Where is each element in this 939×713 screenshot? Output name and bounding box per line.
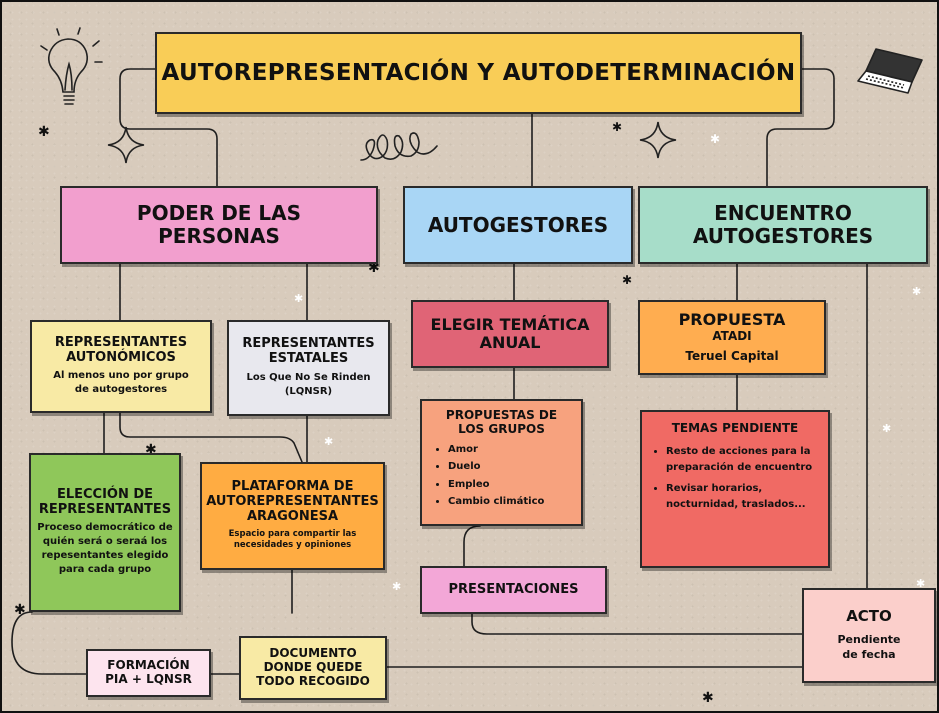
node-encuentro: ENCUENTRO AUTOGESTORES (638, 186, 928, 264)
connector-presentaciones-acto (471, 613, 803, 635)
plataforma-title: PLATAFORMA DE AUTOREPRESENTANTES ARAGONE… (206, 478, 379, 524)
elegir-text: ELEGIR TEMÁTICA ANUAL (430, 314, 590, 352)
list-item: Amor (448, 441, 544, 459)
rep-autonomicos-text: Al menos uno por grupo de autogestores (53, 370, 189, 396)
star-decoration-icon: ✱ (294, 292, 304, 305)
node-rep-estatales: REPRESENTANTES ESTATALES Los Que No Se R… (227, 320, 390, 416)
star-decoration-icon: ✱ (612, 120, 623, 134)
star-decoration-icon: ✱ (368, 260, 380, 276)
acto-title: ACTO (846, 607, 892, 626)
autogestores-text: AUTOGESTORES (427, 212, 609, 237)
main-title-text: AUTOREPRESENTACIÓN Y AUTODETERMINACIÓN (161, 59, 796, 86)
list-item: Cambio climático (448, 493, 544, 511)
sparkle-star-icon (639, 121, 677, 159)
node-poder: PODER DE LAS PERSONAS (60, 186, 378, 264)
node-elegir: ELEGIR TEMÁTICA ANUAL (411, 300, 609, 368)
temas-title: TEMAS PENDIENTE (671, 421, 799, 435)
temas-list: Resto de acciones para la preparación de… (648, 444, 822, 514)
connector-eleccion-formacion (11, 611, 87, 675)
eleccion-title: ELECCIÓN DE REPRESENTANTES (38, 486, 172, 517)
list-item: Resto de acciones para la preparación de… (666, 444, 822, 477)
node-formacion: FORMACIÓN PIA + LQNSR (86, 649, 211, 697)
list-item: Empleo (448, 476, 544, 494)
node-propuesta: PROPUESTA ATADI Teruel Capital (638, 300, 826, 375)
star-decoration-icon: ✱ (710, 132, 721, 146)
star-decoration-icon: ✱ (14, 602, 26, 618)
encuentro-text: ENCUENTRO AUTOGESTORES (692, 201, 874, 248)
plataforma-text: Espacio para compartir las necesidades y… (228, 528, 357, 551)
star-decoration-icon: ✱ (916, 577, 926, 590)
star-decoration-icon: ✱ (622, 273, 633, 287)
connector-propuestas-presentaciones (463, 525, 481, 567)
node-autogestores: AUTOGESTORES (403, 186, 633, 264)
sparkle-star-icon (107, 126, 145, 164)
propuesta-title: PROPUESTA (678, 310, 786, 329)
laptop-icon (857, 48, 923, 94)
connector-title-encuentro (766, 68, 835, 189)
node-documento: DOCUMENTO DONDE QUEDE TODO RECOGIDO (239, 636, 387, 700)
documento-text: DOCUMENTO DONDE QUEDE TODO RECOGIDO (256, 646, 370, 688)
propuestas-title: PROPUESTAS DE LOS GRUPOS (445, 408, 558, 436)
list-item: Duelo (448, 458, 544, 476)
star-decoration-icon: ✱ (145, 442, 157, 458)
node-rep-autonomicos: REPRESENTANTES AUTONÓMICOS Al menos uno … (30, 320, 212, 413)
node-presentaciones: PRESENTACIONES (420, 566, 607, 614)
node-acto: ACTO Pendiente de fecha (802, 588, 936, 683)
list-item: Revisar horarios, nocturnidad, traslados… (666, 481, 822, 514)
formacion-text: FORMACIÓN PIA + LQNSR (105, 658, 192, 686)
star-decoration-icon: ✱ (38, 124, 50, 140)
rep-estatales-text: Los Que No Se Rinden (LQNSR) (246, 371, 371, 397)
star-decoration-icon: ✱ (912, 285, 922, 298)
node-plataforma: PLATAFORMA DE AUTOREPRESENTANTES ARAGONE… (200, 462, 385, 570)
star-decoration-icon: ✱ (882, 422, 892, 435)
poder-text: PODER DE LAS PERSONAS (136, 201, 302, 248)
star-decoration-icon: ✱ (392, 580, 402, 593)
node-temas: TEMAS PENDIENTE Resto de acciones para l… (640, 410, 830, 568)
propuesta-sub1: ATADI (712, 329, 752, 344)
node-main-title: AUTOREPRESENTACIÓN Y AUTODETERMINACIÓN (155, 32, 802, 114)
lightbulb-icon (40, 27, 103, 105)
presentaciones-text: PRESENTACIONES (448, 581, 579, 597)
star-decoration-icon: ✱ (324, 435, 334, 448)
connector-title-poder (119, 68, 218, 189)
rep-estatales-title: REPRESENTANTES ESTATALES (242, 336, 375, 366)
propuestas-list: Amor Duelo Empleo Cambio climático (430, 441, 544, 511)
rep-autonomicos-title: REPRESENTANTES AUTONÓMICOS (54, 334, 188, 365)
star-decoration-icon: ✱ (702, 690, 714, 706)
connector-autonomicos-plataforma (119, 412, 303, 463)
propuesta-sub2: Teruel Capital (685, 349, 779, 364)
eleccion-text: Proceso democrático de quién será o sera… (37, 522, 173, 576)
node-eleccion: ELECCIÓN DE REPRESENTANTES Proceso democ… (29, 453, 181, 612)
spiral-doodle-icon (360, 132, 438, 161)
node-propuestas: PROPUESTAS DE LOS GRUPOS Amor Duelo Empl… (420, 399, 583, 526)
acto-text: Pendiente de fecha (837, 632, 901, 662)
